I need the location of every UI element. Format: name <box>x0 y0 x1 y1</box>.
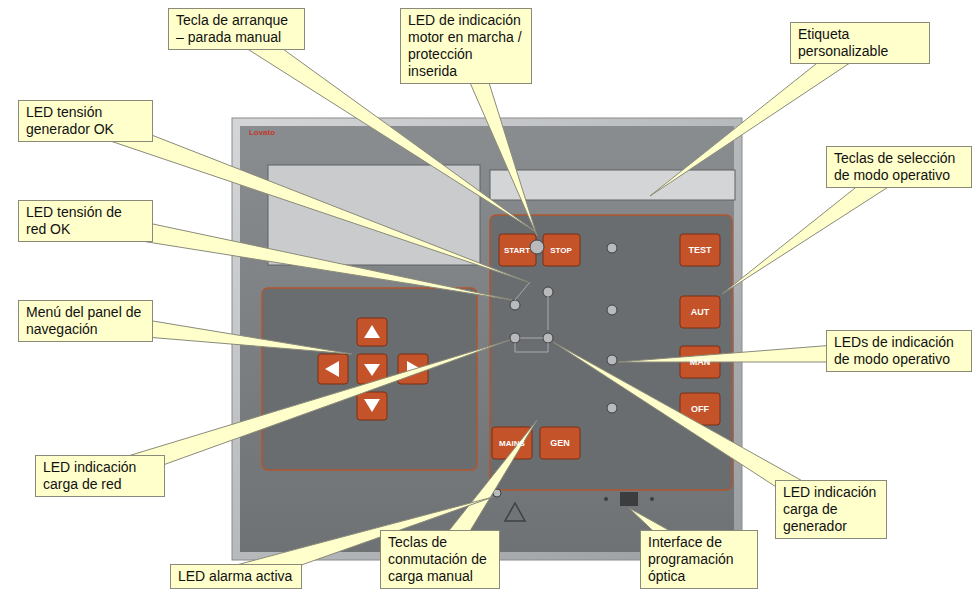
callout-box: Teclas de conmutación de carga manual <box>380 530 500 589</box>
callout-box: LEDs de indicación de modo operativo <box>826 330 972 372</box>
button-label: AUT <box>691 307 710 317</box>
button-label: MAINS <box>499 439 525 448</box>
callout-box: Interface de programación óptica <box>640 530 758 589</box>
callout-text: LED tensión generador OK <box>26 104 145 138</box>
callout-text: Interface de programación óptica <box>648 534 750 585</box>
callout-text: Etiqueta personalizable <box>798 26 922 60</box>
brand-logo: Lovato <box>249 128 275 137</box>
button-label: STOP <box>550 246 572 255</box>
mimic-lines <box>515 282 548 352</box>
callout-text: LED tensión de red OK <box>26 204 145 238</box>
navigation-area <box>262 288 477 470</box>
callout-text: Tecla de arranque – parada manual <box>176 12 297 46</box>
callout-box: LED alarma activa <box>170 564 302 589</box>
callout-text: LED indicación carga de red <box>43 459 157 493</box>
warning-symbol <box>505 503 525 521</box>
control-area <box>490 215 732 490</box>
optical-port <box>604 492 654 506</box>
callout-box: LED indicación carga de red <box>35 455 165 497</box>
button-label: OFF <box>691 404 709 414</box>
callout-text: LED indicación carga de generador <box>783 484 879 535</box>
callout-box: LED tensión generador OK <box>18 100 153 142</box>
button-label: START <box>504 246 530 255</box>
button-label: MAN <box>690 357 711 367</box>
button-label: TEST <box>688 245 711 255</box>
callout-text: LED de indicación motor en marcha / prot… <box>408 12 524 80</box>
callout-text: Teclas de conmutación de carga manual <box>388 534 492 585</box>
callout-box: Teclas de selección de modo operativo <box>826 146 972 188</box>
callout-text: LED alarma activa <box>178 568 294 585</box>
callout-box: LED de indicación motor en marcha / prot… <box>400 8 532 84</box>
navigation-keys <box>318 318 428 420</box>
callout-text: LEDs de indicación de modo operativo <box>834 334 964 368</box>
callout-box: Tecla de arranque – parada manual <box>168 8 305 50</box>
callout-text: Menú del panel de navegación <box>26 304 145 338</box>
callout-box: LED tensión de red OK <box>18 200 153 242</box>
callout-box: LED indicación carga de generador <box>775 480 887 539</box>
label-window <box>490 170 735 200</box>
callout-box: Etiqueta personalizable <box>790 22 930 64</box>
button-label: GEN <box>550 438 570 448</box>
callout-box: Menú del panel de navegación <box>18 300 153 342</box>
display-window <box>268 165 480 265</box>
callout-text: Teclas de selección de modo operativo <box>834 150 964 184</box>
